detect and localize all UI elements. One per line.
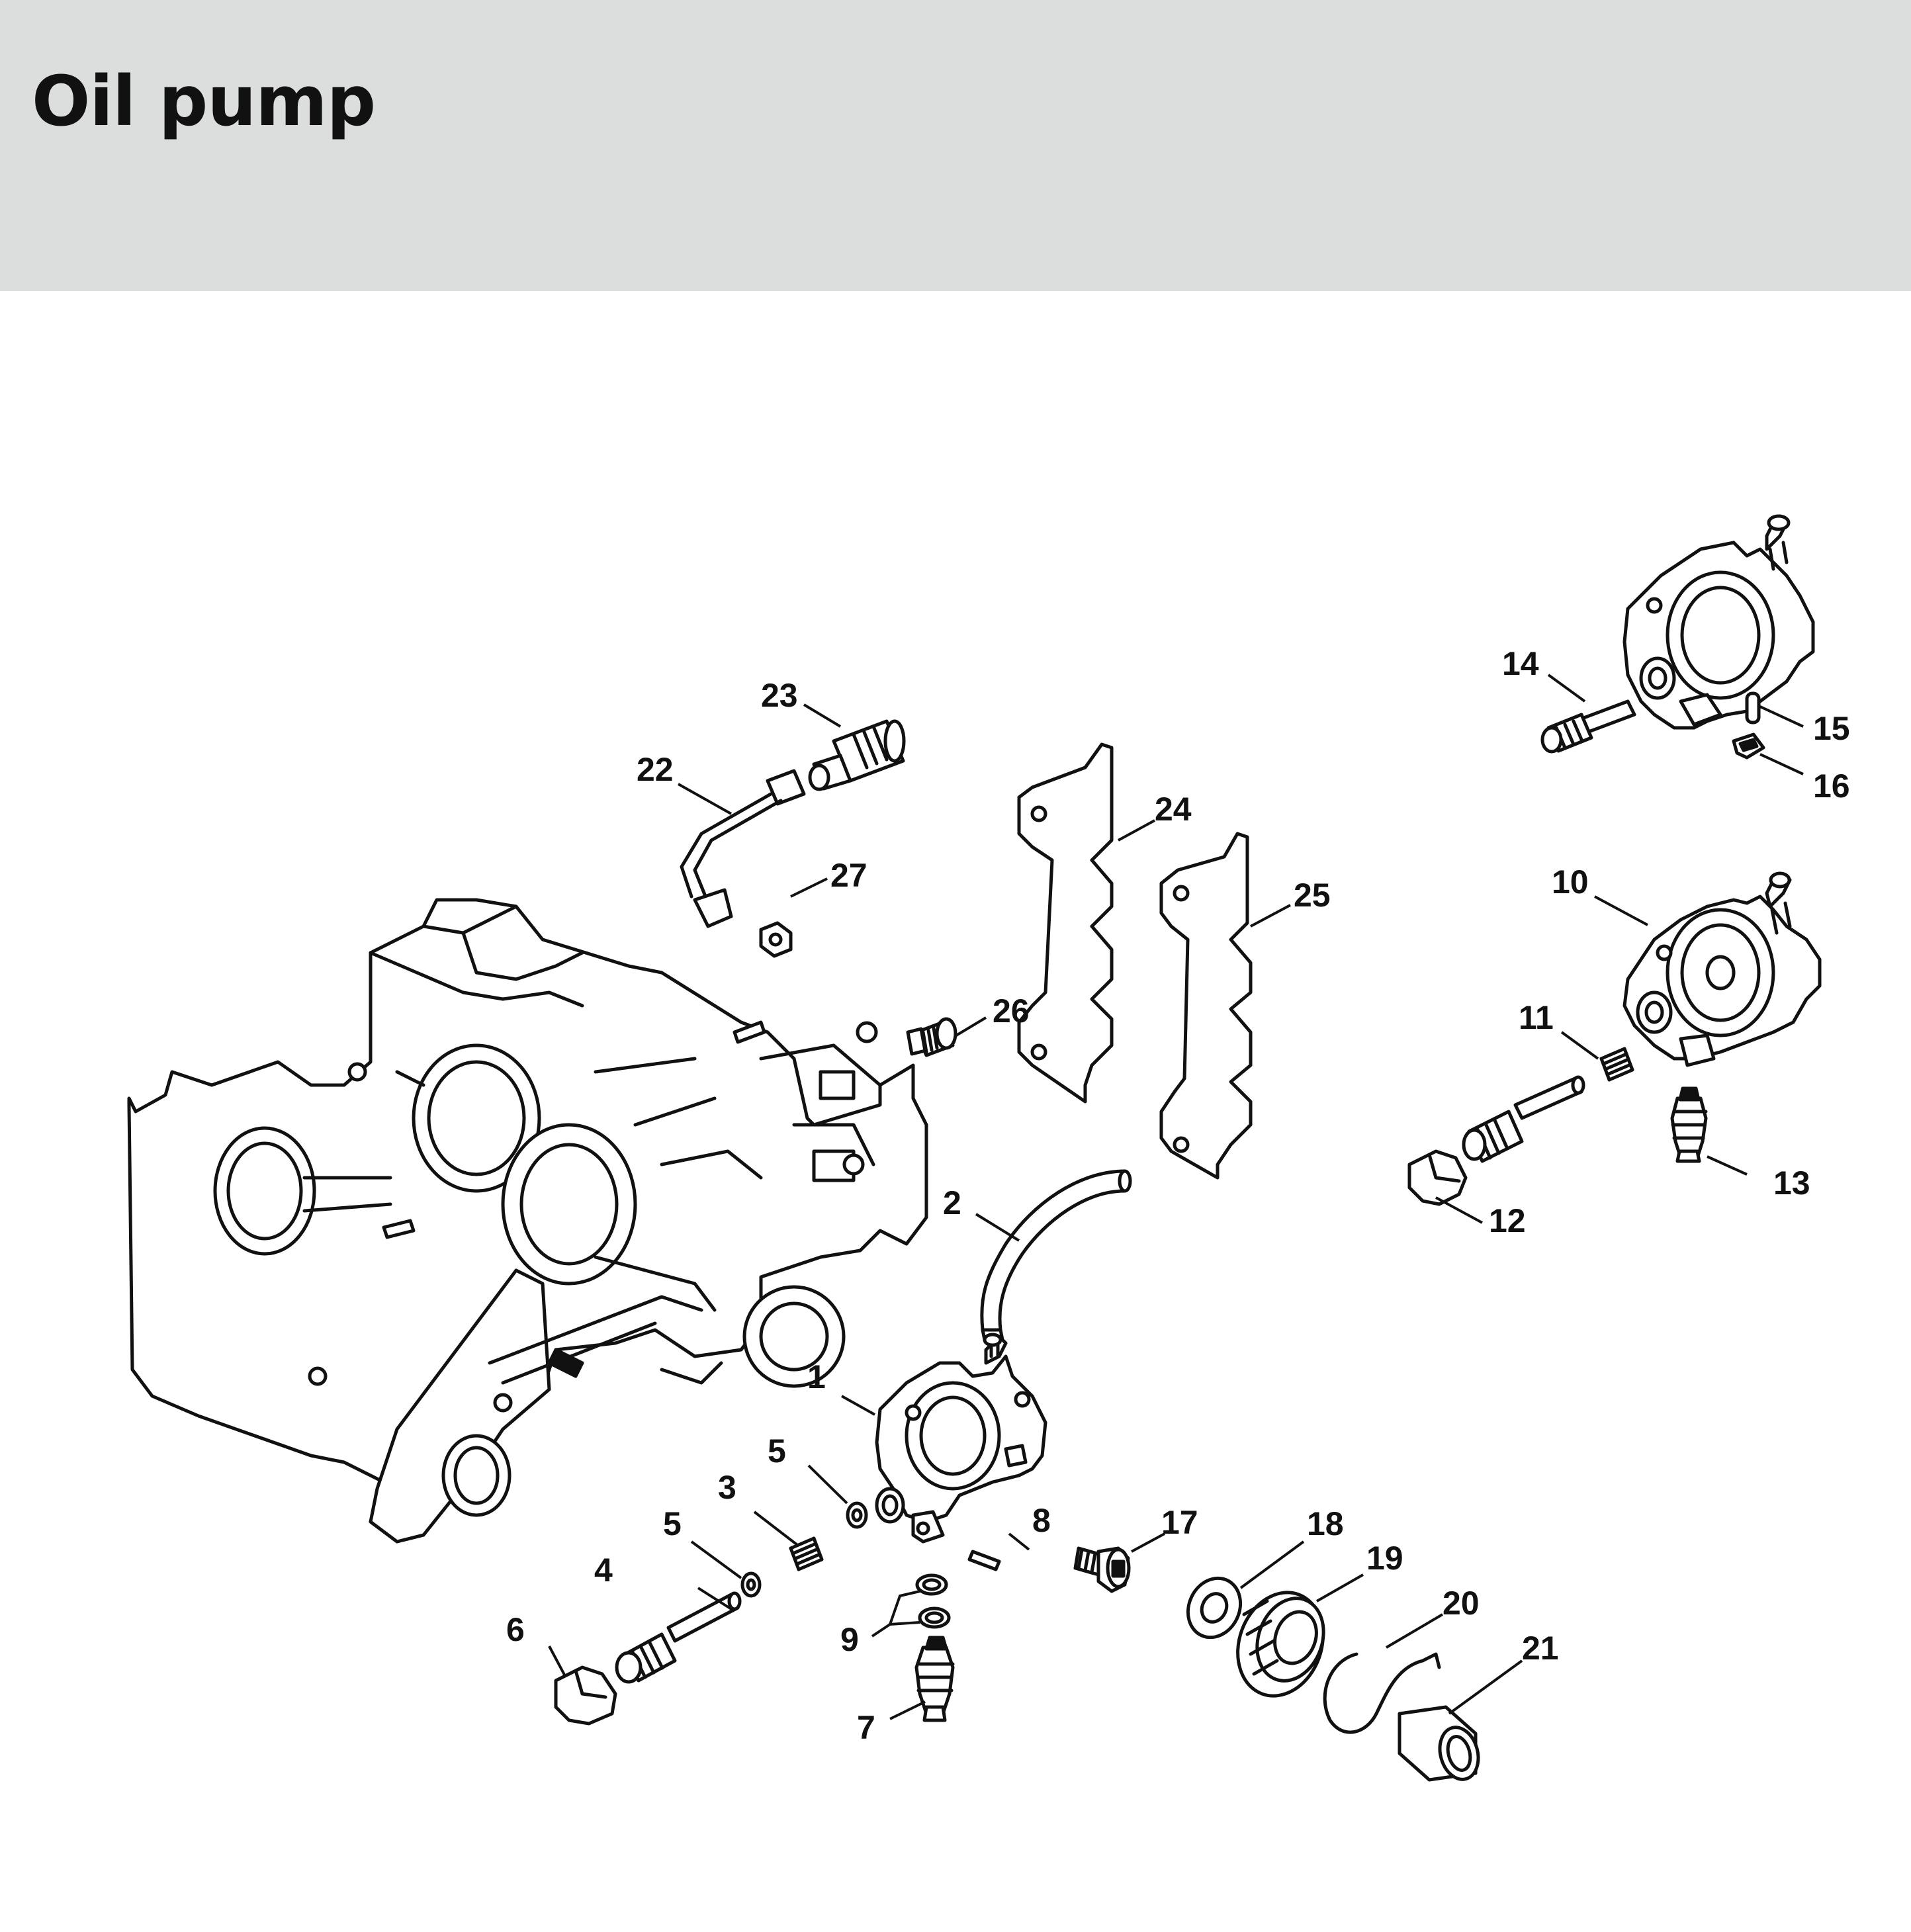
- part-25-spiked-bumper: [1159, 832, 1253, 1180]
- part-5-washer-upper: [846, 1501, 868, 1529]
- callout-13: 13: [1773, 1164, 1810, 1202]
- callout-20: 20: [1443, 1585, 1480, 1622]
- callout-numbers: 1 2 3 4 5 5 6 7 8 9 10 11 12 13 14 15 16…: [506, 645, 1850, 1746]
- part-13-valve: [1670, 1086, 1708, 1163]
- part-7-valve: [914, 1636, 955, 1722]
- part-10-oil-pump: [1622, 871, 1822, 1067]
- callout-12: 12: [1489, 1202, 1526, 1239]
- part-9-o-rings: [915, 1573, 951, 1629]
- callout-1: 1: [807, 1358, 826, 1395]
- part-11-spring: [1599, 1047, 1634, 1082]
- part-18-washer: [1186, 1576, 1243, 1640]
- callout-21: 21: [1522, 1630, 1559, 1667]
- part-24-spiked-bumper: [1017, 742, 1114, 1104]
- callout-8: 8: [1032, 1502, 1051, 1539]
- callout-5-lower: 5: [663, 1505, 682, 1542]
- callout-11: 11: [1519, 999, 1554, 1036]
- callout-3: 3: [718, 1469, 736, 1506]
- part-6-cap: [554, 1665, 617, 1726]
- callout-22: 22: [637, 751, 674, 788]
- callout-18: 18: [1307, 1505, 1344, 1542]
- leader-lines: [548, 674, 1804, 1720]
- part-8-pin: [967, 1550, 1001, 1571]
- part-4-worm-shaft: [615, 1591, 742, 1684]
- part-3-spring: [789, 1536, 824, 1571]
- part-26-screw: [906, 1017, 957, 1057]
- part-21-sleeve: [1398, 1705, 1480, 1782]
- callout-25: 25: [1294, 877, 1331, 914]
- part-19-worm-gear: [1236, 1591, 1325, 1698]
- part-17-screw: [1073, 1546, 1131, 1593]
- part-23-oil-filter: [808, 719, 906, 791]
- callout-19: 19: [1366, 1540, 1403, 1577]
- callout-6: 6: [506, 1611, 525, 1648]
- part-14-worm-shaft: [1540, 699, 1636, 754]
- callout-7: 7: [857, 1709, 875, 1746]
- part-22-suction-hose: [680, 769, 806, 928]
- part-12-worm-shaft: [1407, 1075, 1585, 1206]
- callout-14: 14: [1502, 645, 1539, 682]
- callout-26: 26: [993, 992, 1030, 1030]
- callout-17: 17: [1161, 1504, 1198, 1541]
- callout-4: 4: [594, 1552, 613, 1589]
- part-2-oil-hose: [980, 1169, 1132, 1342]
- callout-27: 27: [830, 857, 867, 894]
- callout-10: 10: [1552, 863, 1589, 900]
- part-16-slider: [1732, 732, 1765, 760]
- callout-5-upper: 5: [768, 1432, 786, 1470]
- part-5-washer-lower: [740, 1571, 762, 1598]
- callout-9: 9: [840, 1621, 859, 1658]
- part-1-oil-pump: [875, 1333, 1047, 1544]
- crankcase-housing: [127, 898, 928, 1544]
- callout-15: 15: [1813, 710, 1850, 747]
- callout-24: 24: [1155, 791, 1192, 828]
- upper-oil-pump-housing: [1622, 514, 1815, 730]
- part-27-hex-nut: [759, 921, 793, 958]
- callout-23: 23: [761, 677, 798, 714]
- callout-2: 2: [943, 1184, 961, 1221]
- page-title: Oil pump: [32, 61, 376, 142]
- part-15-pin: [1745, 691, 1761, 724]
- callout-16: 16: [1813, 768, 1850, 805]
- header-bar: [0, 0, 1911, 291]
- part-20-spring-clip: [1323, 1652, 1441, 1734]
